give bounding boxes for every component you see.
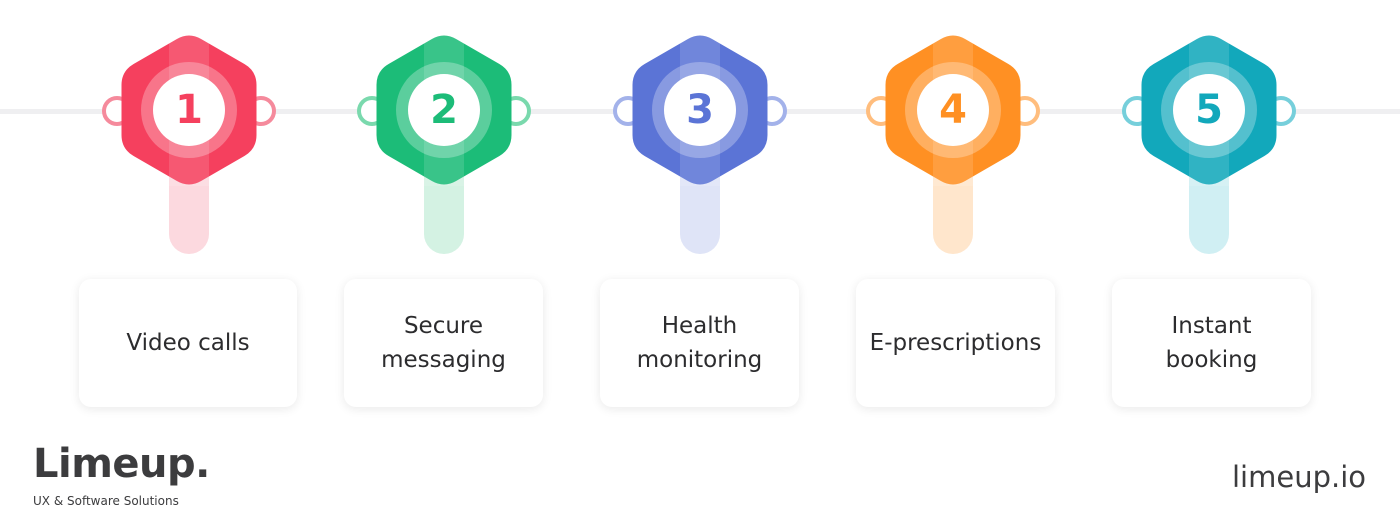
inner-circle <box>664 74 736 146</box>
hexagon-badge <box>357 34 531 186</box>
step-number: 1 <box>175 87 203 133</box>
hexagon-badge <box>613 34 787 186</box>
step-number: 3 <box>686 87 714 133</box>
feature-label: Video calls <box>126 330 250 356</box>
hexagon-badge <box>102 34 276 186</box>
step-3: 3 <box>580 0 820 420</box>
feature-card: Health monitoring <box>600 279 799 407</box>
feature-card: Instant booking <box>1112 279 1311 407</box>
step-4: 4 <box>833 0 1073 420</box>
step-number: 5 <box>1195 87 1223 133</box>
brand-tagline: UX & Software Solutions <box>33 494 179 508</box>
feature-label: Secure messaging <box>381 313 506 373</box>
website-url[interactable]: limeup.io <box>1231 460 1366 494</box>
feature-label: Health monitoring <box>636 313 763 373</box>
inner-circle <box>1173 74 1245 146</box>
inner-circle <box>153 74 225 146</box>
hexagon-badge <box>1122 34 1296 186</box>
feature-card: Video calls <box>79 279 297 407</box>
feature-card: E-prescriptions <box>856 279 1055 407</box>
feature-label: Instant booking <box>1165 313 1258 373</box>
brand-logo: Limeup. <box>33 441 210 487</box>
step-5: 5 <box>1089 0 1329 420</box>
step-2: 2 <box>324 0 564 420</box>
hexagon-badge <box>866 34 1040 186</box>
step-number: 2 <box>430 87 458 133</box>
step-1: 1 <box>69 0 309 420</box>
inner-circle <box>408 74 480 146</box>
feature-card: Secure messaging <box>344 279 543 407</box>
step-number: 4 <box>939 87 967 133</box>
feature-label: E-prescriptions <box>869 330 1042 356</box>
inner-circle <box>917 74 989 146</box>
